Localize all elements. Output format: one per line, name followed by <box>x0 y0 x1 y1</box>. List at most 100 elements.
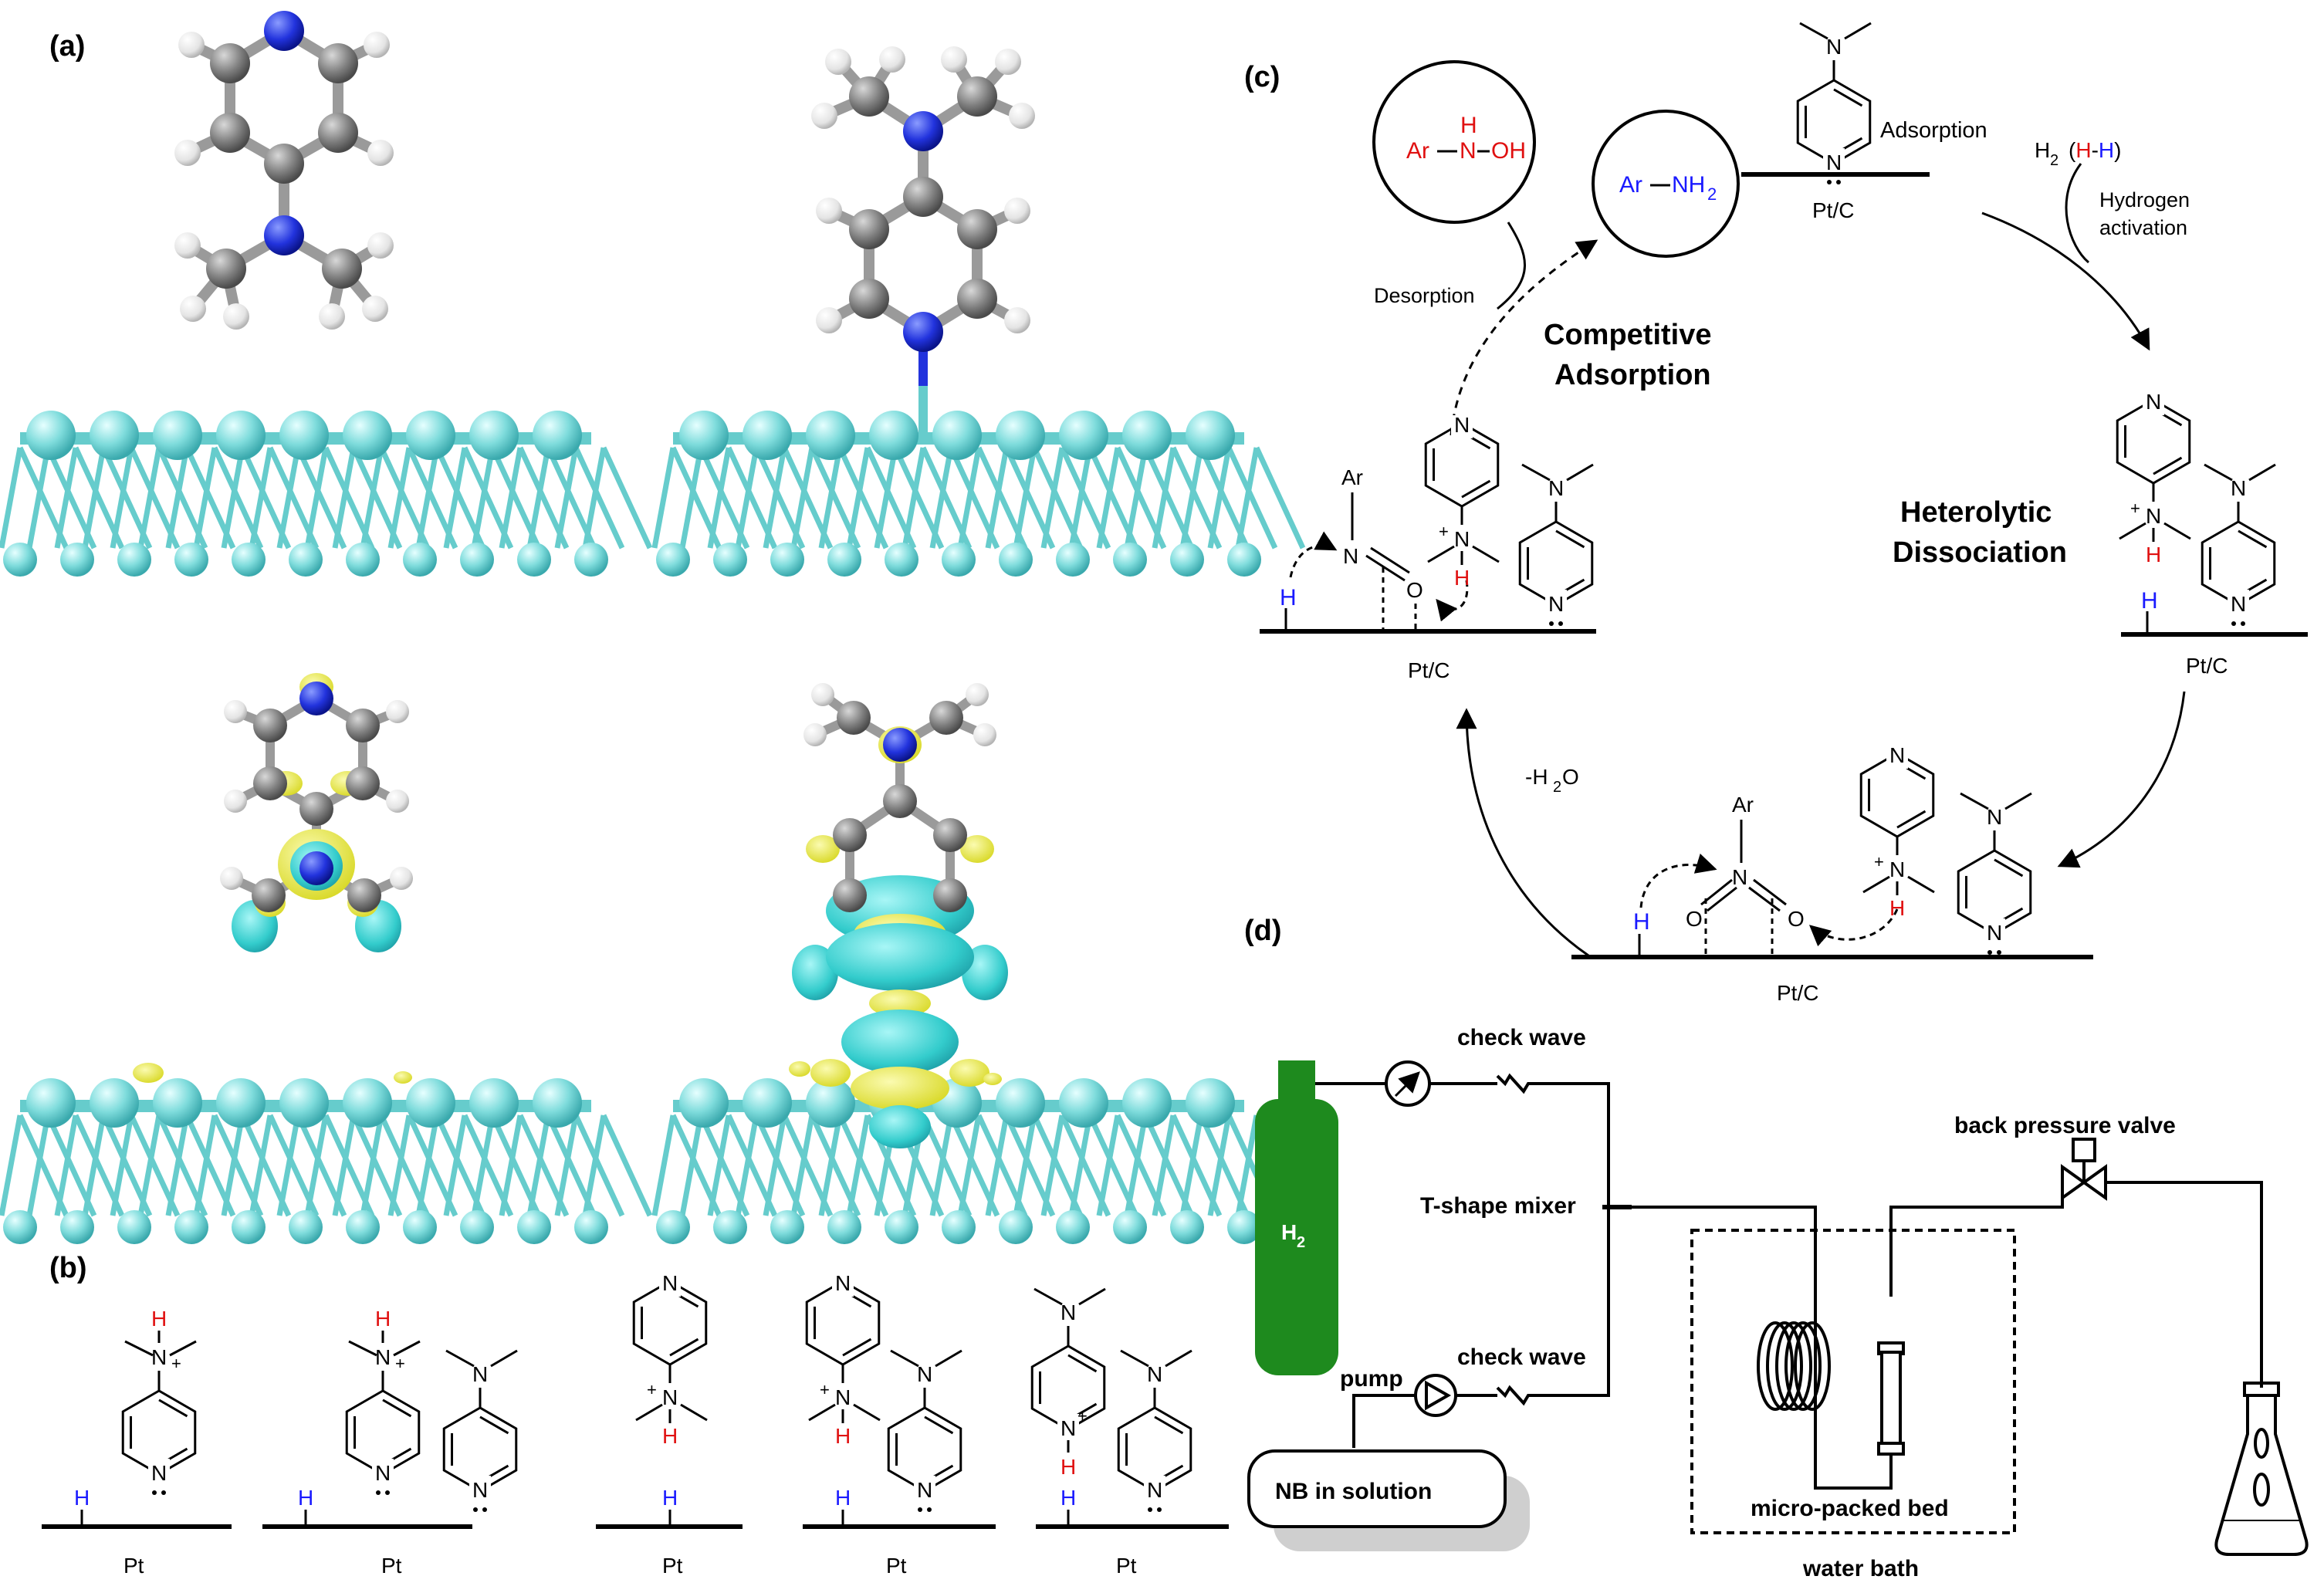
pt-atom <box>90 411 139 460</box>
atom-label: N <box>1061 1300 1076 1324</box>
atom-label: N <box>2231 476 2246 500</box>
o-right-text: O <box>1788 907 1805 931</box>
pt-atom <box>770 1210 804 1244</box>
pt-atom <box>827 543 861 577</box>
h-text: H <box>1460 113 1477 138</box>
atom-label: N <box>1889 857 1905 881</box>
pt-atom <box>996 1078 1045 1128</box>
atom-label: N <box>835 1385 851 1409</box>
dmap-structure-left: NN <box>1518 463 1594 626</box>
pt-atom <box>153 1078 202 1128</box>
pt-atom <box>713 543 747 577</box>
n-text: N <box>1343 544 1358 568</box>
panel-b-label: (b) <box>49 1252 87 1284</box>
pt-atom <box>60 1210 94 1244</box>
atom-label: N <box>375 1345 391 1369</box>
packed-bed-column-icon <box>1877 1341 1905 1456</box>
o-left-text: O <box>1686 907 1703 931</box>
hydrogen-activation-line2: activation <box>2099 216 2187 239</box>
pt-atom <box>942 1210 976 1244</box>
water-bath-box <box>1690 1229 2016 1534</box>
pt-atom <box>406 1078 455 1128</box>
pt-atom <box>403 543 437 577</box>
atom-label: N <box>375 1461 391 1485</box>
atom-label: N <box>1987 805 2002 829</box>
surface-h: H <box>1061 1486 1076 1510</box>
pt-atom <box>1056 1210 1090 1244</box>
atom-label: N <box>472 1362 488 1386</box>
atom-label: N <box>1826 151 1842 174</box>
atom-label: H <box>1454 566 1470 590</box>
competitive-line2: Adsorption <box>1554 359 1711 391</box>
protonated-dmap-left: NN+H <box>1424 413 1500 590</box>
atom-label: + <box>171 1354 181 1373</box>
pt-atom <box>533 1078 582 1128</box>
pt-atom <box>1122 411 1172 460</box>
charge-density-adsorbed <box>789 683 1008 1148</box>
arrow-desorption <box>1497 222 1526 310</box>
collection-flask-icon <box>2214 1382 2309 1556</box>
panel-b: (b) PtHHN+NPtHHN+NNNPtHNN+HPtHNN+HNNPtHN… <box>42 1252 1229 1578</box>
arrow-to-left <box>1456 708 1589 957</box>
heterolytic-line1: Heterolytic <box>1900 496 2052 529</box>
surface-h: H <box>662 1486 678 1510</box>
support-label-right: Pt/C <box>2186 654 2228 678</box>
protonated-amine-dmap-inverted: NN+H <box>632 1271 708 1448</box>
back-pressure-valve-label: back pressure valve <box>1954 1113 2176 1138</box>
pt-atom <box>999 1210 1033 1244</box>
pt-atom <box>517 543 551 577</box>
oh-text: OH <box>1491 138 1526 164</box>
atom-label: N <box>2146 504 2161 528</box>
pt-atom <box>343 1078 392 1128</box>
surface-h: H <box>2141 588 2158 614</box>
pt-atom <box>679 1078 729 1128</box>
n-text: N <box>1460 138 1477 164</box>
pt-label: Pt <box>886 1554 907 1578</box>
dmap-structure: NN <box>1117 1349 1192 1512</box>
pt-atom <box>26 411 76 460</box>
adsorption-label: Adsorption <box>1880 118 1987 143</box>
pt-atom <box>3 543 37 577</box>
protonated-amine-dmap: HN+N <box>121 1307 197 1495</box>
h2-text: H <box>2035 138 2050 162</box>
dmap-structure: NN <box>887 1349 962 1512</box>
atom-label: + <box>1077 1406 1088 1426</box>
surface-h: H <box>74 1486 90 1510</box>
minus-h-text: -H <box>1525 765 1548 789</box>
atom-label: N <box>662 1385 678 1409</box>
pt-atom <box>90 1078 139 1128</box>
arrow-to-bottom <box>2057 691 2186 868</box>
pt-atom <box>469 1078 519 1128</box>
pt-atom <box>1056 543 1090 577</box>
pt-atom <box>932 411 982 460</box>
atom-label: + <box>1874 852 1884 871</box>
atom-label: H <box>1889 896 1905 920</box>
pt-atom <box>460 543 494 577</box>
surface-h: H <box>298 1486 313 1510</box>
atom-label: N <box>1061 1416 1076 1440</box>
aniline-formula: Ar NH 2 <box>1619 172 1717 204</box>
pt-atom <box>469 411 519 460</box>
pt-atom <box>216 1078 266 1128</box>
pt-atom <box>1186 1078 1235 1128</box>
h2-paren: (H-H) <box>2069 138 2121 162</box>
pt-atom <box>60 543 94 577</box>
pt-label: Pt <box>1116 1554 1137 1578</box>
pt-atom <box>26 1078 76 1128</box>
pt-atom <box>574 543 608 577</box>
panel-d-label: (d) <box>1244 915 1282 947</box>
pump-icon <box>1414 1374 1457 1417</box>
hydroxylamine-circle <box>1372 60 1536 224</box>
check-wave-top-label: check wave <box>1457 1025 1586 1050</box>
pt-atom <box>174 543 208 577</box>
pt-lattice <box>0 411 653 577</box>
pt-atom <box>1059 1078 1108 1128</box>
water-o-text: O <box>1562 765 1579 789</box>
surface-h: H <box>835 1486 851 1510</box>
o-text: O <box>1406 578 1423 602</box>
atom-label: N <box>151 1345 167 1369</box>
dmap-molecule-free <box>174 11 394 330</box>
panel-c: (c) Ar N H OH Ar NH 2 Pt/C Adsorption NN… <box>1244 22 2308 1005</box>
competitive-line1: Competitive <box>1544 319 1711 351</box>
atom-label: + <box>647 1380 657 1399</box>
